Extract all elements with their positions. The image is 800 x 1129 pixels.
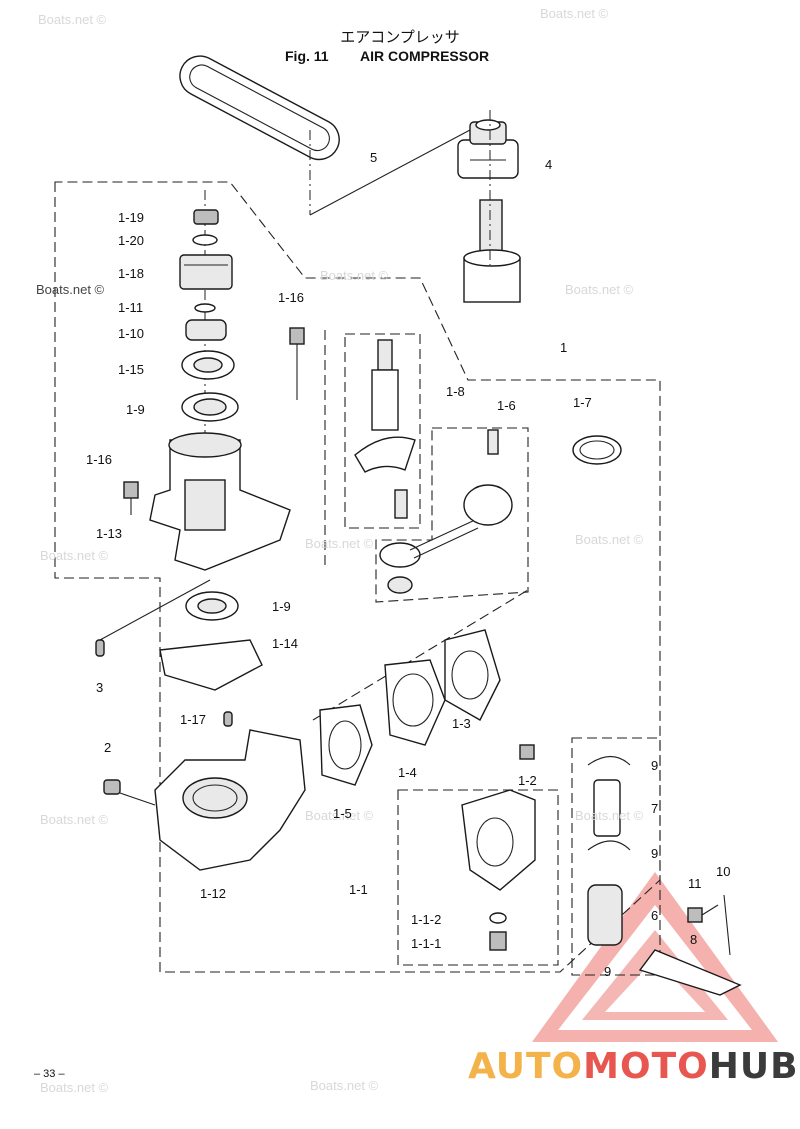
crankshaft-box [344,333,421,529]
hose-fittings [587,755,742,996]
brand-part-moto: MOTO [583,1046,709,1087]
watermark: Boats.net © [305,808,374,823]
callout-label: 1-8 [446,384,465,399]
pulley [457,110,521,303]
callout-label: 2 [104,740,112,755]
watermark: Boats.net © [310,1078,379,1093]
watermark: Boats.net © [320,268,389,283]
callout-label: 1 [560,340,568,355]
callout-label: 1-9 [272,599,291,614]
callout-label: 1-16 [86,452,113,467]
watermark: Boats.net © [575,808,644,823]
check-valve-box [397,789,559,966]
callout-label: 1-2 [518,773,537,788]
figure-number: Fig. 11 [285,48,329,64]
callout-label: 8 [690,932,698,947]
callout-label: 1-17 [180,712,207,727]
callout-label: 6 [651,908,659,923]
callout-label: 1-5 [333,806,352,821]
bearing-lower-inner [197,598,227,614]
callout-label: 1-10 [118,326,145,341]
callout-label: 4 [545,157,553,172]
brand-part-auto: AUTO [468,1046,584,1087]
callout-label: 11 [688,876,702,891]
callout-label: 10 [716,864,731,879]
callout-label: 1-16 [278,290,305,305]
left-part-stack [179,190,239,440]
crankshaft [354,339,416,519]
callout-label: 1-9 [126,402,145,417]
callout-label: 1-14 [272,636,299,651]
callout-label: 1-19 [118,210,145,225]
callout-label: 1-12 [200,886,227,901]
callout-label: 1-20 [118,233,145,248]
piston-assembly [379,429,622,594]
figure-name: AIR COMPRESSOR [359,48,490,64]
callout-label: 5 [370,150,378,165]
watermark: Boats.net © [40,1080,109,1095]
callout-label: 1-1-1 [411,936,442,951]
pin-3 [95,639,105,657]
assembly-boundary [54,181,661,973]
callout-label: 1-6 [497,398,516,413]
pin-lead [99,579,211,641]
watermark: Boats.net © [40,812,109,827]
watermark: Boats.net © [36,282,105,297]
callout-label: 1-1 [349,882,368,897]
callout-label: 1-1-2 [411,912,442,927]
page-number: – 33 – [34,1068,65,1080]
watermark: Boats.net © [565,282,634,297]
callout-label: 1-15 [118,362,145,377]
title-japanese: エアコンプレッサ [340,28,460,46]
gasket-lead [312,589,529,721]
callout-label: 3 [96,680,104,695]
watermark: Boats.net © [40,548,109,563]
callout-label: 9 [604,964,612,979]
callout-label: 1-4 [398,765,417,780]
callout-label: 9 [651,846,659,861]
callout-label: 9 [651,758,659,773]
watermark: Boats.net © [305,536,374,551]
callout-label: 1-11 [118,300,144,315]
valve-plates [319,629,501,786]
brand-logo: AUTOMOTOHUB [468,1046,799,1087]
brand-part-hub: HUB [708,1046,799,1087]
watermark: Boats.net © [38,12,107,27]
callout-label: 7 [651,801,659,816]
figure-title: Fig. 11 AIR COMPRESSOR [285,48,489,64]
cylinder-body [103,711,306,871]
compressor-housing [149,432,291,571]
gasket-1-14 [159,639,263,691]
watermark: Boats.net © [575,532,644,547]
check-valve [461,744,536,951]
callout-label: 1-13 [96,526,123,541]
callout-label: 1-18 [118,266,145,281]
callout-label: 1-7 [573,395,592,410]
watermark: Boats.net © [540,6,609,21]
bolt-1-16 [123,327,305,515]
timing-belt [179,55,471,216]
callout-label: 1-3 [452,716,471,731]
